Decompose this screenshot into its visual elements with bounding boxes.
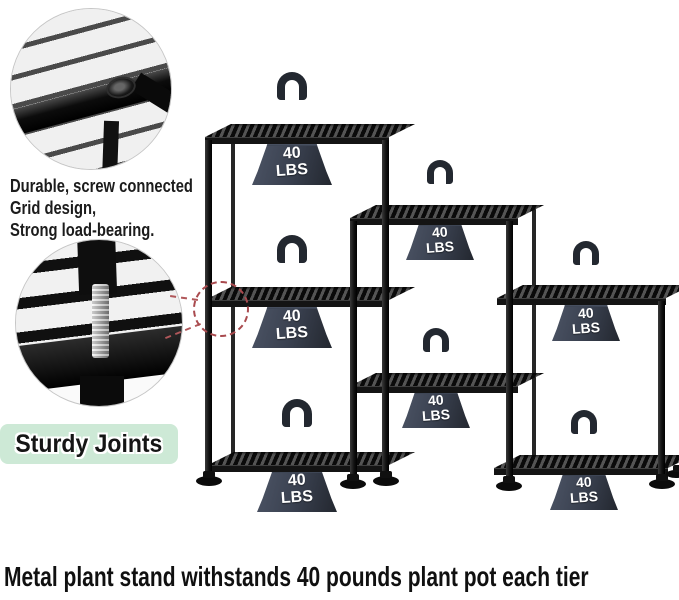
shelf-grid-center-top (350, 205, 544, 218)
weight-body: 40 LBS (252, 140, 332, 185)
weight-40lbs: 40 LBS (252, 235, 332, 348)
shelf-grid-right-top (497, 285, 679, 298)
shelf-rail (208, 465, 389, 472)
weight-handle (573, 241, 599, 265)
weight-body: 40 LBS (402, 388, 470, 428)
weight-handle (277, 235, 307, 263)
joint-highlight-circle (193, 281, 249, 337)
shelf-rail (350, 218, 518, 225)
sturdy-joints-badge: Sturdy Joints (0, 424, 178, 464)
weight-label-40: 40 (287, 471, 307, 490)
feature-line-1: Durable, screw connected (10, 176, 193, 196)
frame-post (658, 301, 665, 483)
frame-post (506, 221, 513, 485)
frame-post-photo (80, 376, 124, 406)
sturdy-joints-label: Sturdy Joints (15, 429, 163, 458)
weight-40lbs: 40 LBS (406, 160, 474, 260)
stand-foot (666, 465, 679, 478)
weight-40lbs: 40 LBS (552, 241, 620, 341)
feature-line-3: Strong load-bearing. (10, 220, 155, 240)
stand-foot (496, 476, 522, 491)
shelf-rail (494, 468, 668, 475)
weight-40lbs: 40 LBS (257, 399, 337, 512)
grid-corner-closeup-circle (10, 8, 172, 170)
shelf-grid-left-top (205, 124, 415, 137)
threaded-screw-icon (92, 284, 109, 358)
weight-label-lbs: LBS (425, 238, 455, 256)
weight-body: 40 LBS (550, 470, 618, 510)
weight-label-lbs: LBS (280, 487, 314, 507)
weight-body: 40 LBS (552, 301, 620, 341)
weight-label-lbs: LBS (569, 488, 599, 506)
weight-40lbs: 40 LBS (550, 410, 618, 510)
weight-label-lbs: LBS (275, 160, 309, 180)
weight-handle (282, 399, 312, 427)
shelf-grid-left-middle (205, 287, 415, 300)
weight-label-lbs: LBS (275, 323, 309, 343)
shelf-grid-left-bottom (208, 452, 415, 465)
shelf-rail (350, 386, 518, 393)
stand-foot (649, 474, 675, 489)
stand-foot (196, 471, 222, 486)
frame-back-post (532, 206, 536, 464)
shelf-rail (205, 137, 389, 144)
feature-line-2: Grid design, (10, 198, 97, 218)
weight-label-40: 40 (282, 307, 302, 326)
shelf-rail (497, 298, 666, 305)
frame-post (350, 221, 357, 483)
weight-40lbs: 40 LBS (252, 72, 332, 185)
weight-handle (277, 72, 307, 100)
weight-label-40: 40 (282, 144, 302, 163)
bottom-caption: Metal plant stand withstands 40 pounds p… (4, 561, 589, 592)
weight-handle (571, 410, 597, 434)
shelf-rail (205, 300, 389, 307)
frame-post (382, 140, 389, 480)
weight-handle (423, 328, 449, 352)
weight-label-lbs: LBS (421, 406, 451, 424)
feature-text: Durable, screw connected Grid design, St… (10, 175, 193, 241)
shelf-grid-center-lower (350, 373, 544, 386)
frame-leg-photo (101, 120, 120, 169)
weight-body: 40 LBS (406, 220, 474, 260)
weight-label-lbs: LBS (571, 319, 601, 337)
weight-40lbs: 40 LBS (402, 328, 470, 428)
weight-handle (427, 160, 453, 184)
weight-body: 40 LBS (257, 467, 337, 512)
stand-foot (340, 474, 366, 489)
shelf-grid-right-bottom (494, 455, 679, 468)
stand-foot (373, 471, 399, 486)
weight-body: 40 LBS (252, 303, 332, 348)
screw-joint-closeup-circle (15, 239, 183, 407)
